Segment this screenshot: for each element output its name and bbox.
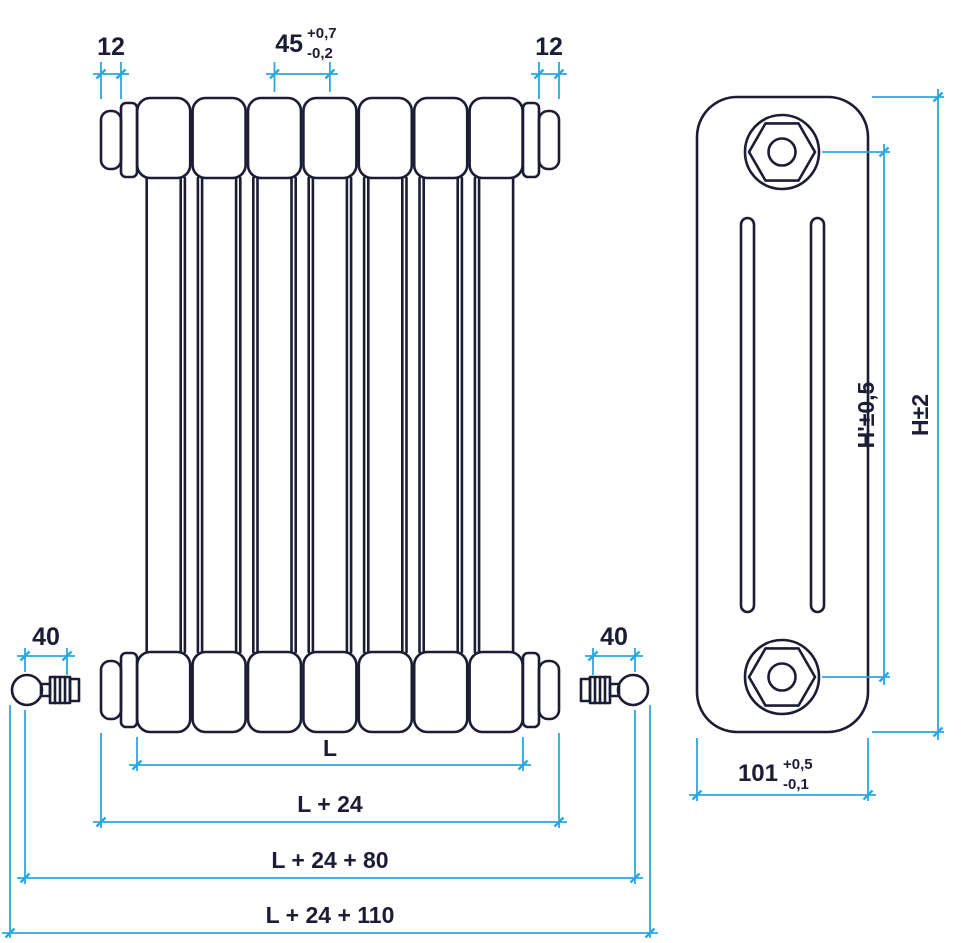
dim-label: 12 bbox=[535, 33, 563, 61]
hex-nut-icon bbox=[747, 122, 817, 182]
radiator-side-view bbox=[695, 95, 870, 734]
dim-length-L: L bbox=[129, 735, 531, 771]
dim-label: 40 bbox=[600, 623, 628, 651]
dim-label: 101 bbox=[738, 760, 778, 787]
dim-tolerance-minus: -0,2 bbox=[307, 45, 333, 62]
valve-ball-icon bbox=[10, 673, 44, 707]
dim-valve-right: 40 bbox=[585, 623, 643, 884]
dim-label: 45 bbox=[275, 30, 303, 58]
rear-column-tubes bbox=[183, 176, 477, 654]
valve-assembly-left bbox=[10, 673, 81, 707]
side-groove-right bbox=[809, 216, 826, 614]
dim-pitch: 45 +0,7 -0,2 bbox=[266, 25, 338, 92]
section-heads-top bbox=[135, 96, 524, 180]
front-column-tubes bbox=[145, 176, 515, 654]
dim-label: 12 bbox=[97, 33, 125, 61]
dim-length-L24: L + 24 bbox=[93, 733, 567, 828]
end-cap-top-left bbox=[99, 101, 139, 179]
radiator-front-view bbox=[10, 96, 650, 734]
dim-label: 40 bbox=[32, 623, 60, 651]
dim-length-L24-80: L + 24 + 80 bbox=[17, 847, 643, 884]
dim-label: H±2 bbox=[907, 394, 933, 436]
dim-label: L + 24 bbox=[297, 791, 363, 817]
dim-height-outer: H±2 bbox=[872, 89, 944, 740]
dim-tolerance-plus: +0,7 bbox=[307, 25, 337, 42]
dim-depth: 101 +0,5 -0,1 bbox=[689, 738, 876, 801]
dim-cap-right: 12 bbox=[531, 33, 567, 99]
end-cap-top-right bbox=[521, 101, 561, 179]
dim-label: H'±0,5 bbox=[853, 381, 879, 448]
section-heads-bottom bbox=[135, 650, 524, 734]
dim-length-L24-110: L + 24 + 110 bbox=[2, 705, 658, 939]
valve-assembly-right bbox=[579, 673, 650, 707]
dim-tolerance-minus: -0,1 bbox=[783, 776, 809, 793]
dim-valve-left: 40 bbox=[17, 623, 75, 884]
dim-label: L + 24 + 110 bbox=[266, 902, 395, 928]
dim-cap-left: 12 bbox=[93, 33, 129, 99]
dim-height-inner: H'±0,5 bbox=[822, 144, 890, 685]
top-bushing bbox=[743, 113, 821, 191]
hex-nut-icon bbox=[747, 647, 817, 707]
dim-label: L + 24 + 80 bbox=[271, 847, 388, 873]
end-cap-bottom-left bbox=[99, 651, 139, 729]
side-body-outline bbox=[695, 95, 870, 734]
side-groove-left bbox=[739, 216, 756, 614]
bottom-bushing bbox=[743, 638, 821, 716]
end-cap-bottom-right bbox=[521, 651, 561, 729]
dim-tolerance-plus: +0,5 bbox=[783, 756, 813, 773]
dim-label: L bbox=[323, 735, 337, 761]
